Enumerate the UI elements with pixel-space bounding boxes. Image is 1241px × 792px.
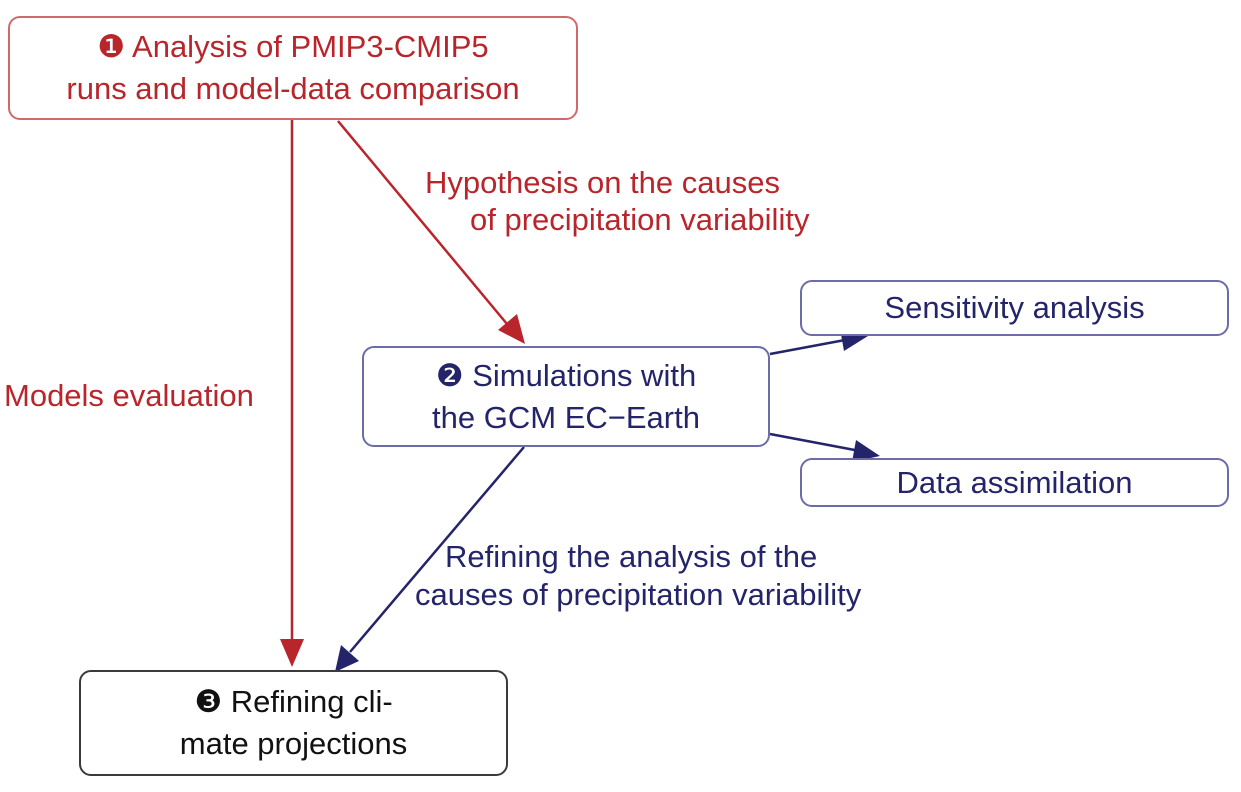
node-analysis-line1: ❶ Analysis of PMIP3-CMIP5	[97, 29, 489, 64]
node-simulations-line1: ❷ Simulations with	[435, 357, 697, 393]
node-projections-line1: ❸ Refining cli-	[194, 684, 393, 719]
node-simulations-line2: the GCM EC−Earth	[432, 399, 700, 435]
label-models-evaluation: Models evaluation	[4, 378, 254, 413]
node-assimilation: Data assimilation	[800, 458, 1229, 507]
label-hypothesis-line2: of precipitation variability	[470, 202, 810, 237]
node-simulations: ❷ Simulations with the GCM EC−Earth	[362, 346, 770, 447]
node-analysis: ❶ Analysis of PMIP3-CMIP5 runs and model…	[8, 16, 578, 120]
label-refining-analysis-line1: Refining the analysis of the	[445, 539, 818, 574]
node-analysis-line2: runs and model-data comparison	[66, 71, 520, 106]
edge-to-assimilation	[769, 432, 880, 462]
arrowhead-icon	[852, 440, 880, 462]
edge-hypothesis	[337, 120, 525, 344]
edge-refining-analysis	[335, 446, 525, 672]
node-projections: ❸ Refining cli- mate projections	[79, 670, 508, 776]
label-hypothesis-line1: Hypothesis on the causes	[425, 165, 780, 200]
node-sensitivity-label: Sensitivity analysis	[884, 290, 1145, 325]
label-refining-analysis-line2: causes of precipitation variability	[415, 577, 862, 612]
arrowhead-icon	[280, 639, 304, 667]
edge-models-evaluation	[280, 120, 304, 667]
node-projections-line2: mate projections	[179, 726, 408, 761]
arrowhead-icon	[335, 645, 359, 672]
arrowhead-icon	[498, 314, 525, 344]
node-sensitivity: Sensitivity analysis	[800, 280, 1229, 336]
node-assimilation-label: Data assimilation	[896, 464, 1133, 500]
